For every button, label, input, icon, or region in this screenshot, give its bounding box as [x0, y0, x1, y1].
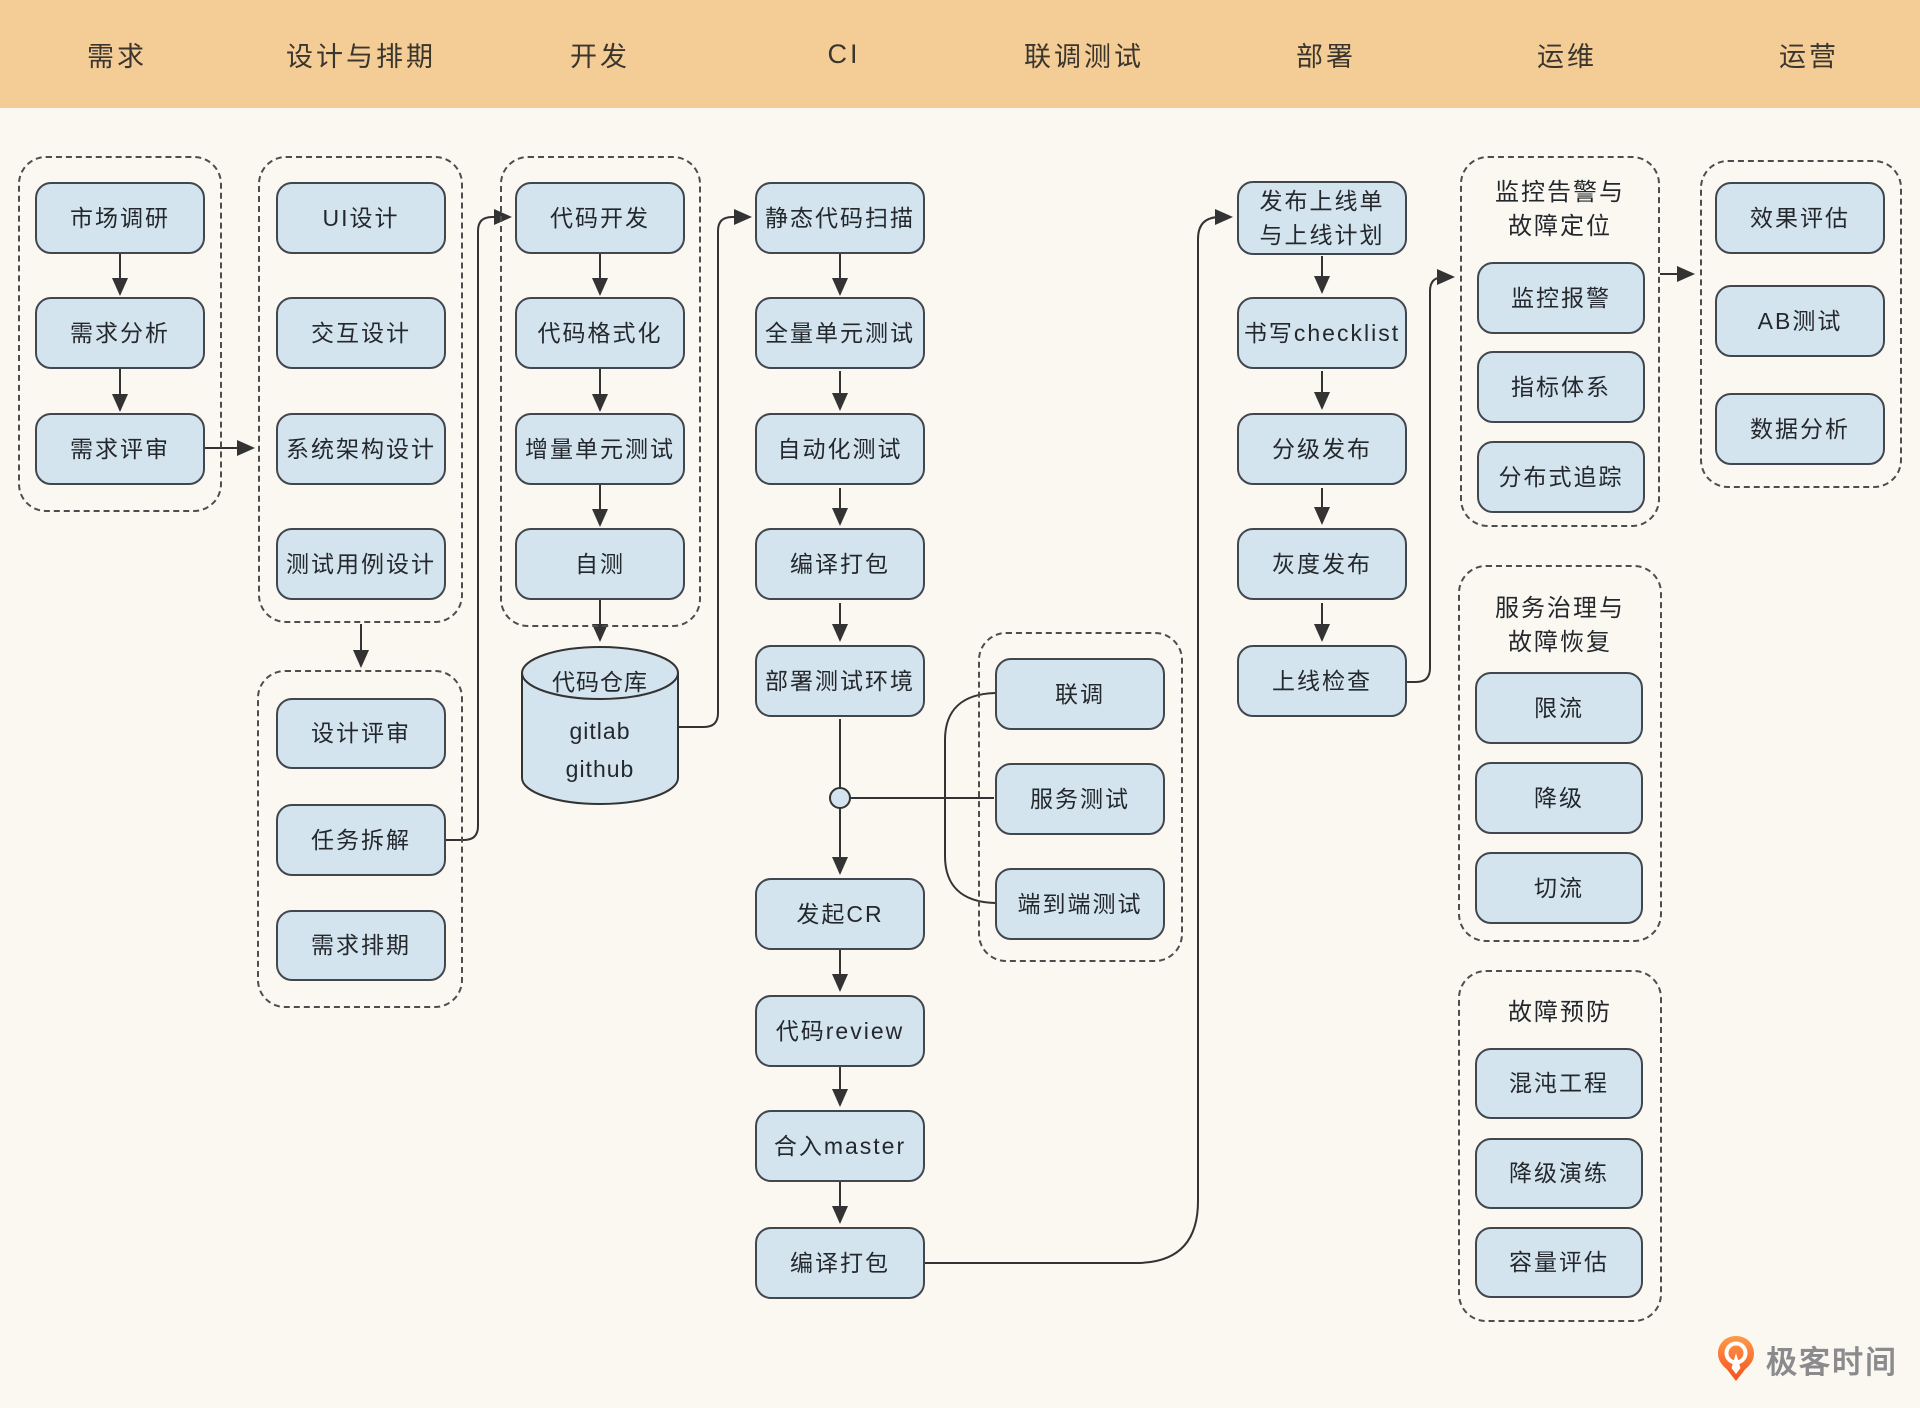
group-monitor-alarm [1460, 156, 1660, 527]
node-online-check: 上线检查 [1237, 645, 1407, 717]
node-interaction-design: 交互设计 [276, 297, 446, 369]
group-design [258, 156, 463, 623]
node-test-case-design: 测试用例设计 [276, 528, 446, 600]
node-end-to-end-test: 端到端测试 [995, 868, 1165, 940]
node-data-analysis: 数据分析 [1715, 393, 1885, 465]
group-development [500, 156, 701, 627]
node-degrade-drill: 降级演练 [1475, 1138, 1643, 1209]
geektime-logo: 极客时间 [1716, 1334, 1898, 1384]
phase-header-band [0, 0, 1920, 108]
node-system-architecture-design: 系统架构设计 [276, 413, 446, 485]
group-title-failure-prevention: 故障预防 [1508, 999, 1612, 1026]
node-effect-evaluation: 效果评估 [1715, 182, 1885, 254]
node-build-package: 编译打包 [755, 528, 925, 600]
phase-operations: 运维 [1537, 41, 1597, 72]
node-code-review: 代码review [755, 995, 925, 1067]
junction-circle [829, 787, 851, 809]
group-integration-test [978, 632, 1183, 962]
node-task-breakdown: 任务拆解 [276, 804, 446, 876]
node-design-review: 设计评审 [276, 698, 446, 769]
node-metric-system: 指标体系 [1477, 351, 1645, 423]
node-staged-release: 分级发布 [1237, 413, 1407, 485]
node-incremental-unit-test: 增量单元测试 [515, 413, 685, 485]
group-failure-prevention [1458, 970, 1662, 1322]
node-ab-test: AB测试 [1715, 285, 1885, 357]
node-requirement-review: 需求评审 [35, 413, 205, 485]
group-business [1700, 160, 1902, 488]
geektime-logo-text: 极客时间 [1766, 1344, 1898, 1380]
node-deploy-test-env: 部署测试环境 [755, 645, 925, 717]
node-write-checklist: 书写checklist [1237, 297, 1407, 369]
node-gray-release: 灰度发布 [1237, 528, 1407, 600]
node-capacity-evaluation: 容量评估 [1475, 1227, 1643, 1298]
node-initiate-cr: 发起CR [755, 878, 925, 950]
node-requirement-scheduling: 需求排期 [276, 910, 446, 981]
phase-requirements: 需求 [87, 41, 147, 72]
node-release-ticket-plan: 发布上线单 与上线计划 [1237, 181, 1407, 255]
node-ui-design: UI设计 [276, 182, 446, 254]
phase-integration-test: 联调测试 [1024, 41, 1144, 72]
phase-design-scheduling: 设计与排期 [286, 41, 436, 72]
node-code-development: 代码开发 [515, 182, 685, 254]
node-distributed-tracing: 分布式追踪 [1477, 441, 1645, 513]
phase-business-ops: 运营 [1779, 41, 1839, 72]
repo-title: 代码仓库 [552, 669, 648, 695]
phase-ci: CI [827, 38, 861, 69]
node-chaos-engineering: 混沌工程 [1475, 1048, 1643, 1119]
group-title-service-governance: 服务治理与 故障恢复 [1495, 595, 1625, 656]
node-degrade: 降级 [1475, 762, 1643, 834]
node-merge-master: 合入master [755, 1110, 925, 1182]
node-service-test: 服务测试 [995, 763, 1165, 835]
group-design-review [257, 670, 463, 1008]
node-joint-debugging: 联调 [995, 658, 1165, 730]
group-requirements [18, 156, 222, 512]
node-monitor-alert: 监控报警 [1477, 262, 1645, 334]
geektime-logo-icon [1718, 1336, 1754, 1381]
node-market-research: 市场调研 [35, 182, 205, 254]
node-rate-limit: 限流 [1475, 672, 1643, 744]
code-repository-cylinder [521, 646, 679, 805]
node-requirement-analysis: 需求分析 [35, 297, 205, 369]
node-build-package-2: 编译打包 [755, 1227, 925, 1299]
node-self-test: 自测 [515, 528, 685, 600]
repo-gitlab: gitlab [569, 718, 631, 744]
phase-deployment: 部署 [1296, 41, 1356, 72]
phase-development: 开发 [570, 41, 630, 72]
repo-github: github [565, 756, 635, 782]
group-title-monitor-alarm: 监控告警与 故障定位 [1495, 179, 1625, 240]
node-full-unit-test: 全量单元测试 [755, 297, 925, 369]
group-service-governance [1458, 565, 1662, 942]
node-code-formatting: 代码格式化 [515, 297, 685, 369]
node-automated-test: 自动化测试 [755, 413, 925, 485]
node-traffic-switch: 切流 [1475, 852, 1643, 924]
node-static-code-scan: 静态代码扫描 [755, 182, 925, 254]
